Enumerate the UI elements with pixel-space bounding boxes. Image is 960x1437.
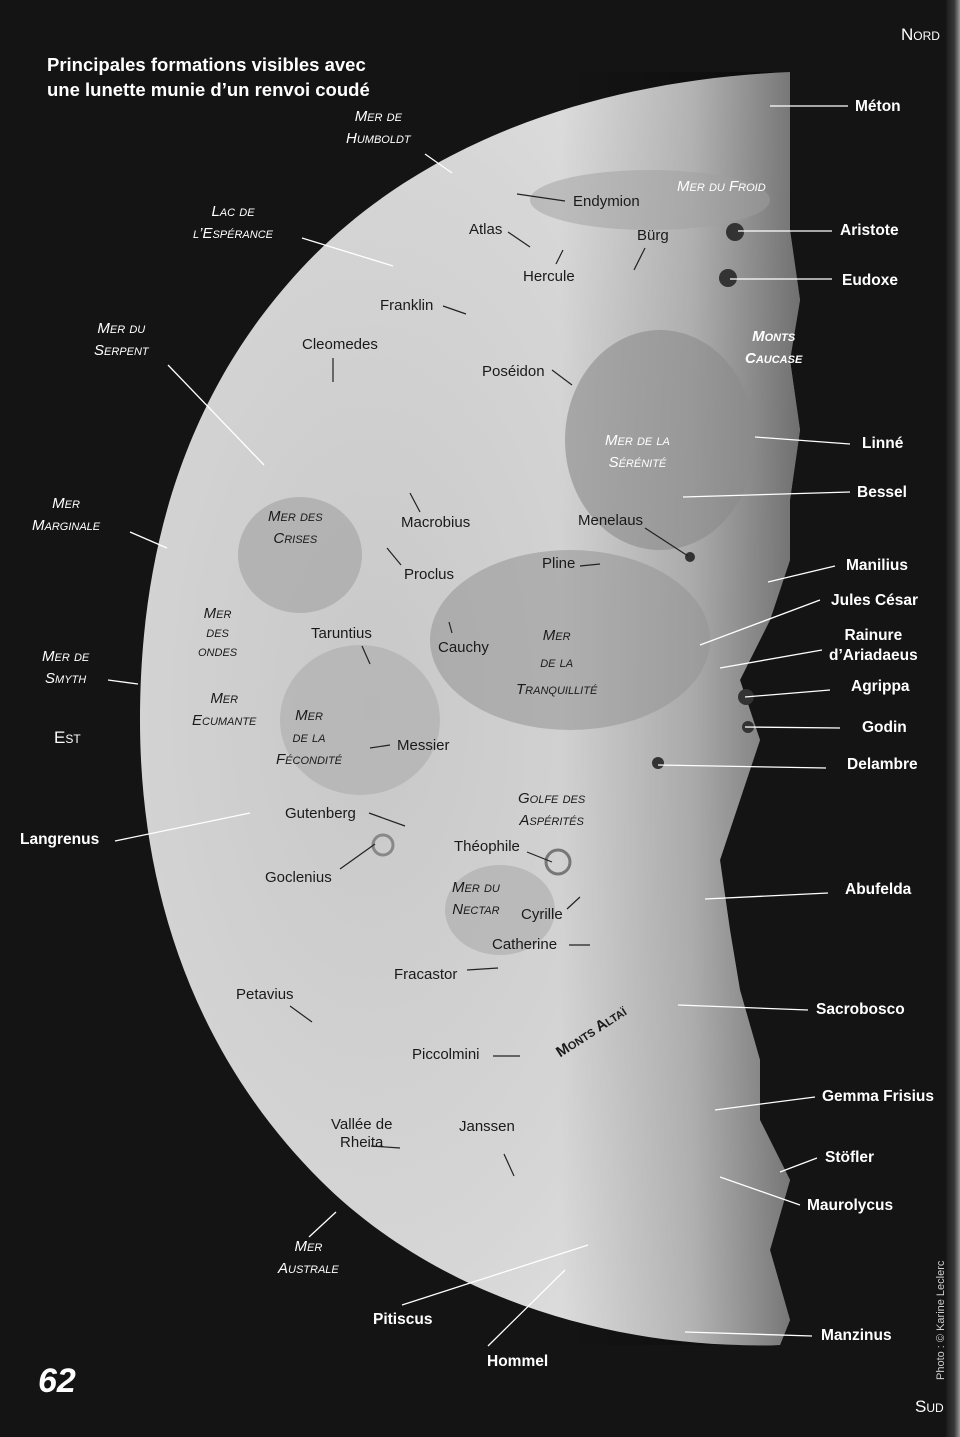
leader-lines-dark (289, 193, 689, 1177)
label-sacrobosco: Sacrobosco (816, 1001, 905, 1018)
label-cauchy: Cauchy (438, 639, 489, 656)
label-maurolycus: Maurolycus (807, 1197, 894, 1214)
label-proclus: Proclus (404, 566, 455, 583)
label-franklin: Franklin (380, 297, 434, 314)
leader-lines-light (107, 105, 851, 1347)
label-hommel: Hommel (487, 1353, 549, 1370)
label-gutenberg: Gutenberg (285, 805, 356, 822)
label-cleomedes: Cleomedes (302, 336, 378, 353)
page-binding-shadow (946, 0, 960, 1437)
label-taruntius: Taruntius (311, 625, 372, 642)
label-petavius: Petavius (236, 986, 294, 1003)
label-pitiscus: Pitiscus (373, 1311, 433, 1328)
label-abufelda: Abufelda (845, 881, 912, 898)
label-meton: Méton (855, 98, 901, 115)
label-delambre: Delambre (847, 756, 918, 773)
label-janssen: Janssen (459, 1118, 515, 1135)
label-hercule: Hercule (523, 268, 575, 285)
label-atlas: Atlas (469, 221, 503, 238)
label-manilius: Manilius (846, 557, 909, 574)
label-gemma-frisius: Gemma Frisius (822, 1088, 934, 1105)
label-linne: Linné (862, 435, 904, 452)
page-title: Principales formations visibles avec une… (47, 54, 370, 100)
label-manzinus: Manzinus (821, 1327, 892, 1344)
direction-north: Nord (901, 25, 940, 44)
label-fracastor: Fracastor (394, 966, 458, 983)
label-macrobius: Macrobius (401, 514, 471, 531)
direction-east: Est (54, 728, 81, 747)
label-goclenius: Goclenius (265, 869, 332, 886)
label-aristote: Aristote (840, 222, 899, 239)
label-cyrille: Cyrille (521, 906, 563, 923)
label-stofler: Stöfler (825, 1149, 875, 1166)
label-piccolmini: Piccolmini (412, 1046, 480, 1063)
direction-south: Sud (915, 1397, 944, 1416)
label-poseidon: Poséidon (482, 363, 545, 380)
label-burg: Bürg (637, 227, 669, 244)
page-number: 62 (38, 1362, 76, 1400)
label-endymion: Endymion (573, 193, 640, 210)
label-mer-du-froid: Mer du Froid (677, 178, 766, 195)
label-jules-cesar: Jules César (831, 592, 919, 609)
label-catherine: Catherine (492, 936, 558, 953)
photo-credit: Photo : © Karine Leclerc (935, 1260, 947, 1380)
label-eudoxe: Eudoxe (842, 272, 898, 289)
label-theophile: Théophile (454, 838, 520, 855)
label-godin: Godin (862, 719, 907, 736)
label-messier: Messier (397, 737, 450, 754)
label-bessel: Bessel (857, 484, 907, 501)
label-agrippa: Agrippa (851, 678, 910, 695)
label-menelaus: Menelaus (578, 512, 644, 529)
label-pline: Pline (542, 555, 576, 572)
label-langrenus: Langrenus (20, 831, 100, 848)
